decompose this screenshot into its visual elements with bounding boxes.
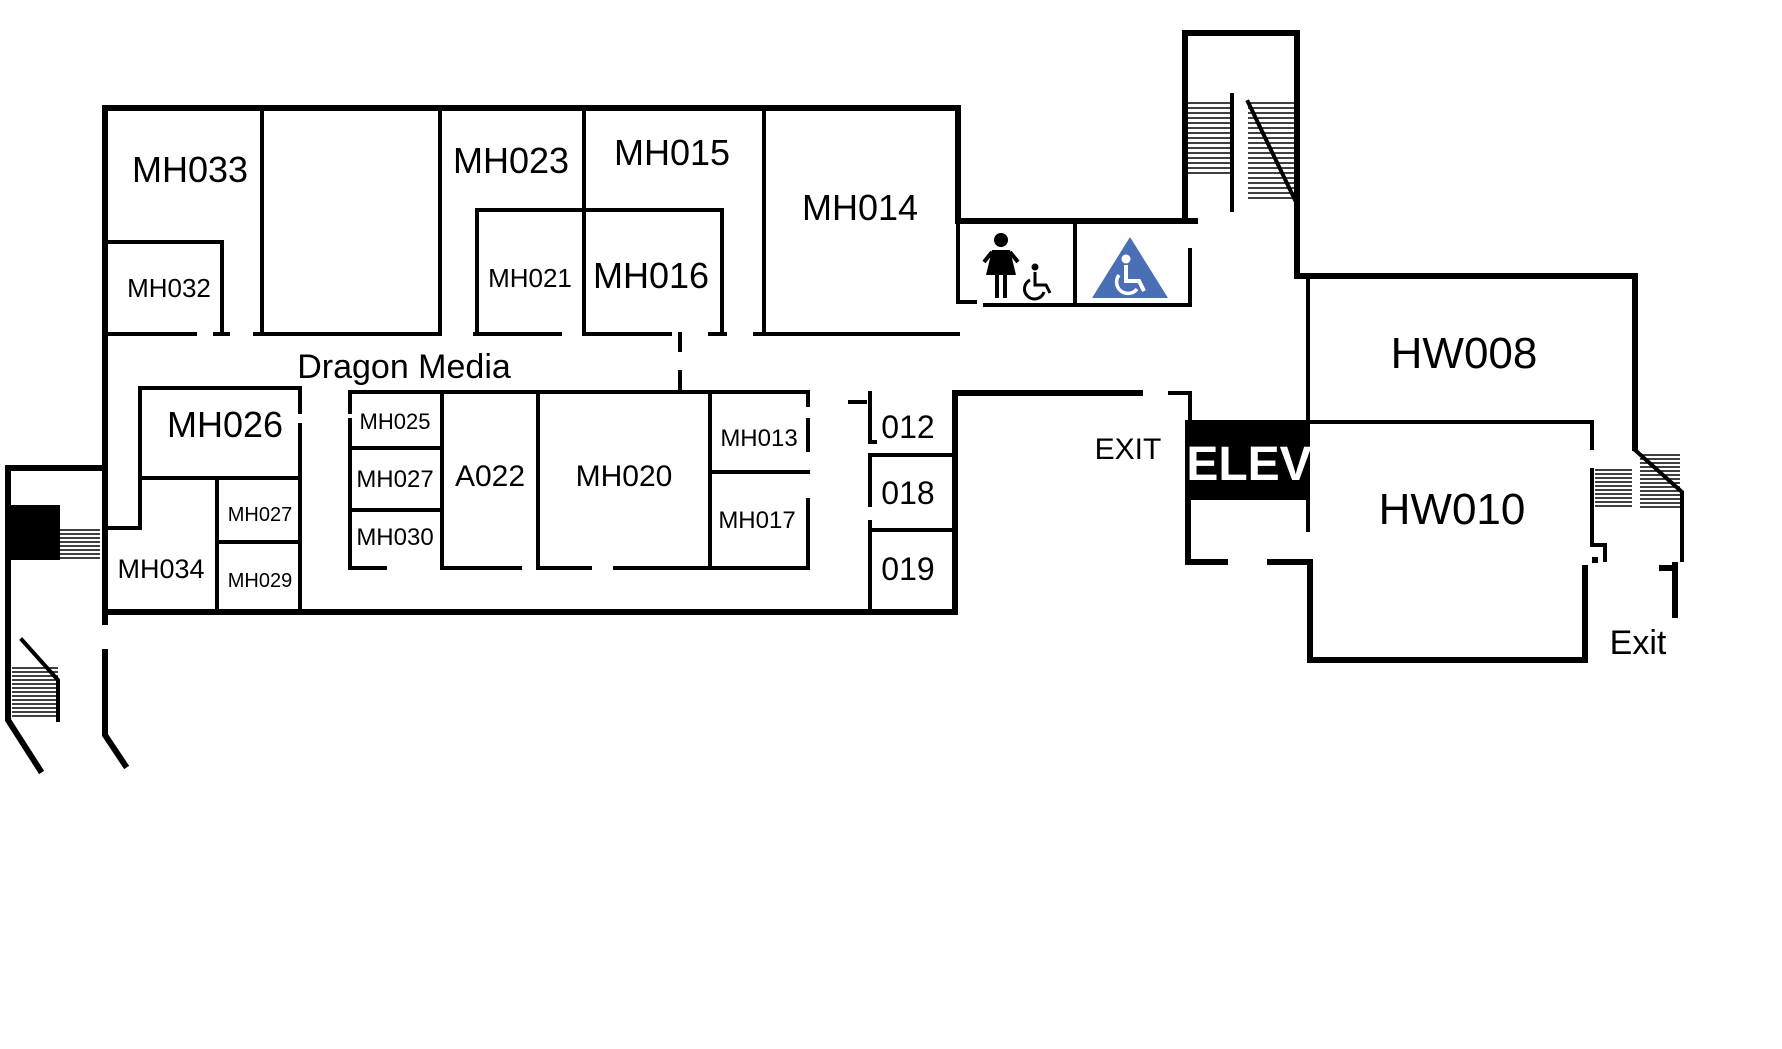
exit-label-east: Exit xyxy=(1610,624,1667,662)
room-label-018: 018 xyxy=(881,475,934,511)
room-label-mh013: MH013 xyxy=(720,425,797,452)
room-label-mh032: MH032 xyxy=(127,273,211,303)
area-labels: Dragon Media EXIT Exit xyxy=(297,348,1667,662)
room-label-mh021: MH021 xyxy=(488,263,572,293)
interior-walls xyxy=(103,106,1607,614)
outer-wall-hw-south xyxy=(1307,560,1588,663)
room-label-mh020: MH020 xyxy=(576,460,673,493)
exit-label-center: EXIT xyxy=(1095,433,1162,466)
room-label-mh017: MH017 xyxy=(718,507,795,534)
room-label-mh029: MH029 xyxy=(228,570,292,592)
room-label-mh033: MH033 xyxy=(132,149,248,190)
outer-wall-west-block xyxy=(102,105,1198,625)
womens-restroom-icon xyxy=(982,233,1020,298)
dragon-media-label: Dragon Media xyxy=(297,348,511,386)
room-label-mh015: MH015 xyxy=(614,132,730,173)
room-labels: MH033 MH032 MH023 MH015 MH021 MH016 MH01… xyxy=(117,132,1537,592)
room-label-mh027a: MH027 xyxy=(228,504,292,526)
room-label-mh027b: MH027 xyxy=(356,466,433,493)
outer-wall-west-lobby xyxy=(5,465,108,775)
room-label-mh026: MH026 xyxy=(167,404,283,445)
room-label-mh014: MH014 xyxy=(802,187,918,228)
stairs-east xyxy=(1595,447,1684,562)
stairs-west xyxy=(6,505,100,722)
elevator: ELEV xyxy=(1186,420,1312,500)
outer-walls xyxy=(5,30,1678,775)
room-label-019: 019 xyxy=(881,551,934,587)
room-label-mh030: MH030 xyxy=(356,524,433,551)
outer-wall-north-tower xyxy=(1182,30,1638,451)
west-stair-landing xyxy=(6,505,60,560)
room-label-hw008: HW008 xyxy=(1391,329,1538,378)
stairs-north xyxy=(1188,93,1298,212)
room-label-mh025: MH025 xyxy=(360,409,431,434)
outer-wall-south-main xyxy=(102,390,1143,615)
room-label-mh016: MH016 xyxy=(593,255,709,296)
room-label-a022: A022 xyxy=(455,460,525,493)
wheelchair-icon xyxy=(1022,263,1052,301)
room-label-012: 012 xyxy=(881,409,934,445)
elevator-label: ELEV xyxy=(1186,438,1311,491)
room-label-mh023: MH023 xyxy=(453,140,569,181)
outer-wall-west-lobby-2 xyxy=(102,649,130,770)
room-label-hw010: HW010 xyxy=(1379,485,1526,534)
accessible-sign-icon xyxy=(1092,237,1168,298)
room-label-mh034: MH034 xyxy=(117,554,204,584)
elevator-block xyxy=(1188,420,1310,500)
